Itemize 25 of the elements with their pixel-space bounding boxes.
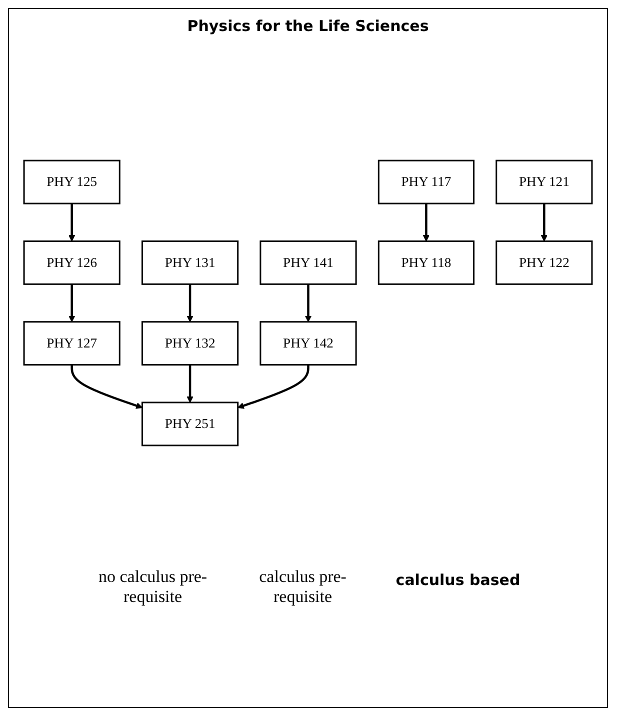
arrow: [238, 364, 310, 409]
arrow: [70, 364, 143, 409]
node-box: PHY 132: [141, 321, 239, 366]
node-box: PHY 131: [141, 240, 239, 285]
arrow: [422, 204, 430, 242]
node-box: PHY 127: [23, 321, 120, 366]
note-text: no calculus pre-requisite: [98, 567, 208, 607]
node-box: PHY 117: [378, 160, 475, 204]
node-box: PHY 125: [23, 160, 120, 204]
node-box: PHY 126: [23, 240, 120, 285]
arrow: [186, 284, 194, 322]
node-box: PHY 122: [496, 240, 593, 285]
node-box: PHY 251: [141, 402, 239, 446]
node-box: PHY 118: [378, 240, 475, 285]
node-box: PHY 141: [260, 240, 357, 285]
arrow: [68, 204, 76, 242]
arrow: [68, 284, 76, 322]
arrow: [304, 284, 312, 322]
node-box: PHY 121: [496, 160, 593, 204]
arrow: [540, 204, 548, 242]
section-heading: calculus based: [396, 571, 520, 591]
node-box: PHY 142: [260, 321, 357, 366]
arrow: [186, 364, 194, 403]
note-text: calculus pre-requisite: [258, 567, 348, 607]
section-heading: Physics for the Life Sciences: [187, 17, 429, 35]
